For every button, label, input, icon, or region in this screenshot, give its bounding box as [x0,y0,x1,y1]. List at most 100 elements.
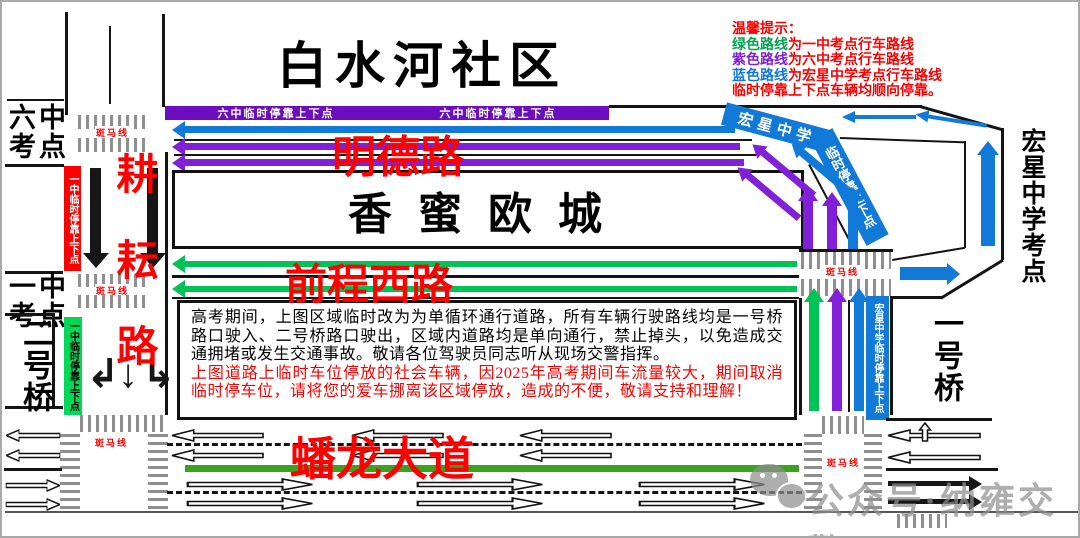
liuzhong-stop-bar: 六中临时停靠上下点 六中临时停靠上下点 [165,106,609,120]
exam-site-liuzhong-label: 六中考点 [9,103,69,162]
notice-black-text: 高考期间，上图区域临时改为为单循环通行道路，所有车辆行驶路线均是一号桥路口驶入、… [191,309,783,363]
building-line [5,271,63,274]
crosswalk-stripes [148,434,168,510]
crosswalk-stripes [822,416,864,434]
road-line [609,105,922,108]
crosswalk-stripes [897,514,947,528]
building-line [5,406,63,409]
lane-arrow-right-icon [186,497,313,510]
building-line [5,313,53,316]
crosswalk-label: 斑马线 [94,436,130,449]
road-line [890,296,942,299]
green-route-arrow-left [184,261,797,267]
notice-box: 高考期间，上图区域临时改为为单循环通行道路，所有车辆行驶路线均是一号桥路口驶入、… [177,300,797,420]
blue-route-arrow-up [848,200,858,252]
lane-arrow-right-icon [416,478,543,491]
yizhong-red-stop-bar: 一中临时停靠上下点 [64,166,81,271]
building-line [52,313,55,408]
green-route-arrow-left [184,286,797,292]
building-line [5,164,64,167]
tips-blue-rest: 为宏星中学考点行车路线 [788,66,942,83]
lane-line [172,297,799,299]
tips-line-green: 绿色路线为一中考点行车路线 [732,35,982,53]
community-block: 香蜜欧城 [172,170,804,249]
lane-arrow-left-icon [171,449,264,462]
bridge1-label: 一号桥 [929,308,962,404]
lane-arrow-right-icon [5,498,60,511]
purple-route-arrow-up [803,200,813,252]
crosswalk-label: 斑马线 [95,284,131,297]
bridge2-label: 二号桥 [18,317,53,413]
lane-arrow-up-icon [918,421,932,442]
wechat-icon [750,464,807,512]
liuzhong-stop-bar-label: 六中临时停靠上下点 [439,108,557,120]
road-line [1001,128,1004,260]
road-line [839,137,966,144]
road-name-gengyun: 耕耘路 [110,152,156,410]
hongxing-stop-bar-label: 宏星中学临时停靠上下点 [872,303,883,413]
tips-footer: 临时停靠上下点车辆均顺向停靠。 [732,82,942,98]
road-line [892,246,966,261]
lane-arrow-right [888,481,970,486]
crosswalk-stripes [60,434,80,510]
center-dashed-line [167,491,802,494]
lane-arrow-left-icon [351,429,444,442]
purple-route-arrow-up [832,301,842,411]
lane-arrow-right-icon [186,478,313,491]
road-line [5,511,1078,513]
lane-arrow-right [888,499,970,504]
yizhong-red-stop-bar-label: 一中临时停靠上下点 [67,173,78,264]
crosswalk-label: 斑马线 [826,456,862,469]
median-line [4,468,62,471]
crosswalk-stripes [78,138,148,152]
tips-block: 温馨提示： 绿色路线为一中考点行车路线 紫色路线为六中考点行车路线 蓝色路线为宏… [732,20,982,99]
blue-route-arrow-left [184,126,735,133]
building-line [7,99,64,101]
lane-arrow-right-icon [638,478,765,491]
lane-line [174,139,752,141]
blue-route-arrow-left [854,115,916,119]
crosswalk-stripes [78,274,148,287]
lane-arrow-left-icon [519,429,612,442]
lane-line [848,300,850,412]
exam-site-yizhong-label: 一中考点 [9,272,69,331]
community-label: 香蜜欧城 [348,189,628,239]
lane-arrow-left-icon [6,449,61,462]
straight-arrow-icon: ↓ [118,352,138,396]
road-line [109,26,111,104]
lane-arrow-right-icon [638,497,765,510]
blue-route-arrow-up [854,301,864,411]
crosswalk-label: 斑马线 [825,265,861,278]
crosswalk-stripes [801,252,891,269]
lane-arrow-left-icon [6,429,61,442]
blue-route-arrow-up [981,154,995,246]
yizhong-green-stop-bar-label: 一中临时停靠上下点 [67,321,79,411]
tips-purple-highlight: 紫色路线 [732,51,788,67]
lane-line [172,275,799,278]
exam-site-hongxing-label: 宏星中学考点 [1018,128,1045,284]
tips-blue-highlight: 蓝色路线 [732,66,788,83]
hongxing-stop-bar: 宏星中学临时停靠上下点 [866,296,889,420]
road-line [799,249,893,252]
liuzhong-stop-bar-label: 六中临时停靠上下点 [217,108,335,120]
green-route-arrow-up [809,301,819,411]
road-line [799,298,802,415]
down-arrow [90,168,101,254]
lane-arrow-left-icon [887,429,981,442]
purple-route-arrow-left [184,159,744,166]
lane-arrow-right-icon [416,497,543,510]
median-strip [185,465,799,472]
blue-route-arrow-right [900,267,948,280]
purple-route-arrow-left [184,143,740,150]
watermark-text: 公众号·纳雍交警 [808,480,1057,536]
tips-green-rest: 为一中考点行车路线 [788,35,914,52]
notice-red-text: 上图道路上临时车位停放的社会车辆，因2025年高考期间车流量较大，期间取消临时停… [191,364,783,401]
tips-line-purple: 紫色路线为六中考点行车路线 [732,51,982,68]
lane-arrow-left-icon [171,429,264,442]
road-line [65,12,68,115]
lane-arrow-left-icon [519,449,612,462]
road-line [165,152,168,415]
hongxing-stop-band-top-label: 宏星中学 [736,111,818,148]
down-arrow [147,168,158,254]
